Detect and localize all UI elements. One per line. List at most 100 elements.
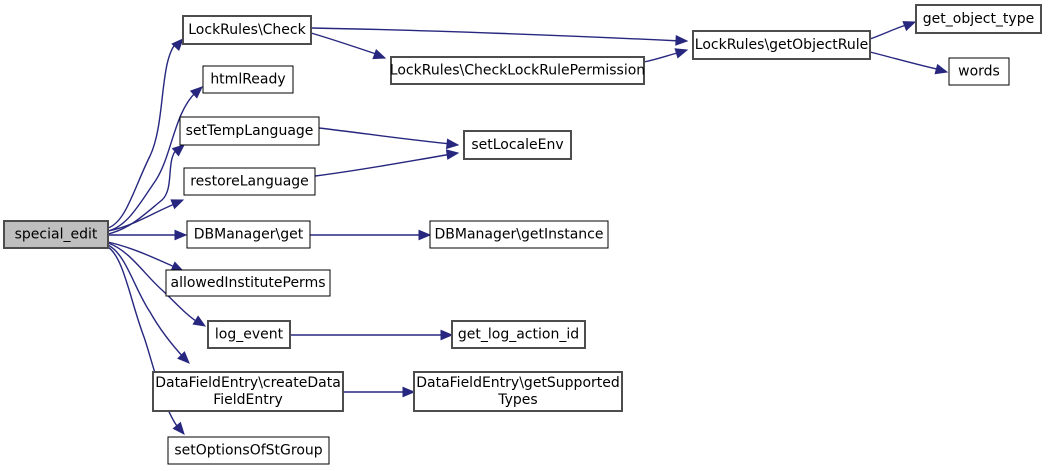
edge-line xyxy=(314,153,453,177)
node-rect[interactable] xyxy=(179,116,320,146)
node-rect[interactable] xyxy=(167,436,330,465)
node-rect[interactable] xyxy=(3,220,109,249)
node-label: setTempLanguage xyxy=(186,123,314,139)
edge-line xyxy=(107,147,179,235)
arrowhead-icon xyxy=(189,86,203,99)
arrowhead-icon xyxy=(674,48,689,59)
node-rect[interactable] xyxy=(463,130,572,160)
edge-line xyxy=(643,51,682,63)
graph-node-getobjectrule[interactable]: LockRules\getObjectRule xyxy=(692,30,871,60)
graph-node-get_object_type[interactable]: get_object_type xyxy=(915,4,1042,34)
nodes-layer: special_edit LockRules\Check htmlReady setT… xyxy=(3,4,1042,465)
graph-node-settemplanguage[interactable]: setTempLanguage xyxy=(179,116,320,146)
edge-special_edit-to-restorelanguage xyxy=(107,199,185,232)
edge-line xyxy=(107,202,178,232)
edge-dbmanager_get-to-dbmanager_getinstance xyxy=(310,229,432,241)
graph-node-restorelanguage[interactable]: restoreLanguage xyxy=(183,167,316,196)
node-rect[interactable] xyxy=(152,371,344,412)
edge-line xyxy=(107,41,178,229)
node-label: LockRules\getObjectRule xyxy=(695,37,868,53)
edge-line xyxy=(107,242,200,324)
arrowhead-icon xyxy=(402,386,416,398)
arrowhead-icon xyxy=(675,35,689,46)
edge-log_event-to-get_log_action_id xyxy=(290,329,454,341)
edge-line xyxy=(318,127,453,145)
graph-node-special_edit[interactable]: special_edit xyxy=(3,220,109,249)
node-rect[interactable] xyxy=(692,30,871,60)
node-rect[interactable] xyxy=(390,56,645,85)
node-label: words xyxy=(958,64,1000,80)
graph-node-lockrules_check[interactable]: LockRules\Check xyxy=(182,15,312,45)
node-label: setLocaleEnv xyxy=(471,137,563,153)
arrowhead-icon xyxy=(192,315,207,327)
edge-special_edit-to-log_event xyxy=(107,242,207,327)
edge-special_edit-to-createdatafieldentry xyxy=(107,244,190,364)
edge-checklockrulepermission-to-getobjectrule xyxy=(643,48,689,63)
node-label: log_event xyxy=(215,327,284,343)
graph-node-words[interactable]: words xyxy=(948,57,1010,86)
edge-line xyxy=(107,244,186,360)
node-rect[interactable] xyxy=(186,220,311,249)
edge-restorelanguage-to-setlocaleenv xyxy=(314,149,460,177)
node-label: restoreLanguage xyxy=(190,174,309,190)
node-rect[interactable] xyxy=(948,57,1010,86)
node-rect[interactable] xyxy=(915,4,1042,34)
node-rect[interactable] xyxy=(413,371,623,412)
arrowhead-icon xyxy=(902,21,917,32)
node-rect[interactable] xyxy=(182,15,312,45)
arrowhead-icon xyxy=(171,38,184,52)
edge-special_edit-to-dbmanager_get xyxy=(108,229,188,241)
graph-node-get_log_action_id[interactable]: get_log_action_id xyxy=(451,320,586,349)
edge-createdatafieldentry-to-getsupportedtypes xyxy=(343,386,416,398)
arrowhead-icon xyxy=(177,351,190,364)
node-label: LockRules\CheckLockRulePermission xyxy=(390,63,645,79)
graph-node-setoptionsofstgroup[interactable]: setOptionsOfStGroup xyxy=(167,436,330,465)
graph-node-dbmanager_get[interactable]: DBManager\get xyxy=(186,220,311,249)
node-label: htmlReady xyxy=(210,72,285,88)
graph-node-dbmanager_getinstance[interactable]: DBManager\getInstance xyxy=(429,220,609,249)
edge-line xyxy=(310,27,682,42)
edge-line xyxy=(869,51,942,71)
node-label: setOptionsOfStGroup xyxy=(174,443,322,459)
node-rect[interactable] xyxy=(165,269,331,297)
node-label: DBManager\getInstance xyxy=(434,227,603,243)
graph-node-checklockrulepermission[interactable]: LockRules\CheckLockRulePermission xyxy=(390,56,645,85)
arrowhead-icon xyxy=(172,421,185,435)
node-label: allowedInstitutePerms xyxy=(170,275,325,291)
graph-node-htmlready[interactable]: htmlReady xyxy=(202,65,294,94)
node-label: special_edit xyxy=(15,227,98,243)
arrowhead-icon xyxy=(446,138,460,150)
graph-node-log_event[interactable]: log_event xyxy=(207,320,291,349)
arrowhead-icon xyxy=(174,229,188,241)
arrowhead-icon xyxy=(171,144,185,157)
graph-node-setlocaleenv[interactable]: setLocaleEnv xyxy=(463,130,572,160)
node-rect[interactable] xyxy=(451,320,586,349)
edge-special_edit-to-settemplanguage xyxy=(107,144,185,235)
edge-line xyxy=(107,241,178,269)
edge-getobjectrule-to-words xyxy=(869,51,949,75)
arrowhead-icon xyxy=(440,329,454,341)
edge-line xyxy=(310,32,380,56)
node-rect[interactable] xyxy=(202,65,294,94)
edge-special_edit-to-lockrules_check xyxy=(107,38,184,229)
edge-line xyxy=(107,91,197,232)
edge-getobjectrule-to-get_object_type xyxy=(869,21,917,40)
node-label: get_log_action_id xyxy=(458,327,579,343)
node-label: get_object_type xyxy=(923,11,1034,27)
arrowhead-icon xyxy=(418,229,432,241)
node-rect[interactable] xyxy=(183,167,316,196)
edge-lockrules_check-to-checklockrulepermission xyxy=(310,32,387,60)
node-rect[interactable] xyxy=(207,320,291,349)
edge-settemplanguage-to-setlocaleenv xyxy=(318,127,460,150)
node-rect[interactable] xyxy=(429,220,609,249)
edge-special_edit-to-htmlready xyxy=(107,86,203,232)
edges-layer xyxy=(107,21,949,435)
edge-line xyxy=(869,23,910,40)
graph-node-allowedinstituteperms[interactable]: allowedInstitutePerms xyxy=(165,269,331,297)
arrowhead-icon xyxy=(170,199,185,210)
